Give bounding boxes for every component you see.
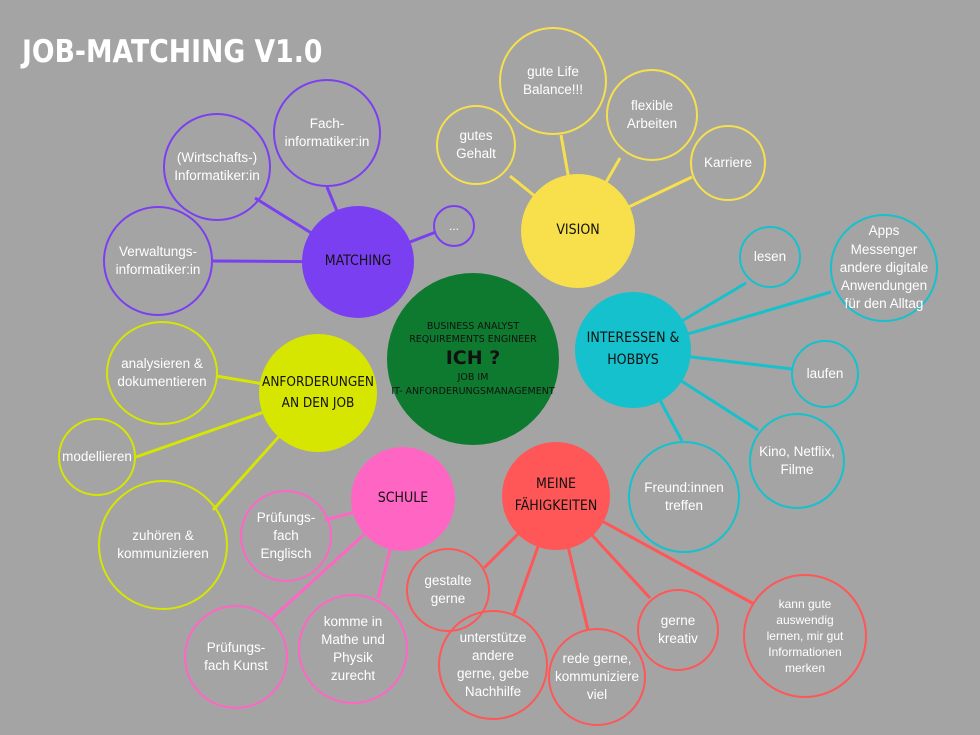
hub-interessen-hobbys: INTERESSEN & HOBBYS bbox=[575, 292, 691, 408]
interessen-item-apps: Apps Messenger andere digitale Anwendung… bbox=[830, 214, 938, 322]
anforderungen-item-modellieren: modellieren bbox=[58, 418, 136, 496]
schule-item-kunst: Prüfungs- fach Kunst bbox=[184, 605, 288, 709]
anforderungen-item-analysieren: analysieren & dokumentieren bbox=[106, 321, 218, 425]
faehigkeiten-item-unterstuetze: unterstütze andere gerne, gebe Nachhilfe bbox=[438, 610, 548, 720]
hub-schule: SCHULE bbox=[351, 447, 455, 551]
schule-item-mathe-physik: komme in Mathe und Physik zurecht bbox=[298, 594, 408, 704]
anforderungen-item-zuhoeren: zuhören & kommunizieren bbox=[98, 480, 228, 610]
page-title: JOB-MATCHING V1.0 bbox=[22, 34, 323, 70]
matching-item-more: ... bbox=[433, 205, 475, 247]
center-job-label: Job im IT- Anforderungsmanagement bbox=[391, 371, 555, 397]
vision-item-karriere: Karriere bbox=[690, 125, 766, 201]
schule-item-englisch: Prüfungs- fach Englisch bbox=[240, 490, 332, 582]
matching-item-fachinformatiker: Fach- informatiker:in bbox=[273, 79, 381, 187]
interessen-item-lesen: lesen bbox=[739, 226, 801, 288]
hub-anforderungen-label: ANFORDERUNGEN AN DEN JOB bbox=[262, 374, 374, 411]
center-node-ich: Business Analyst Requirements Engineer I… bbox=[387, 273, 559, 445]
hub-schule-label: SCHULE bbox=[377, 490, 429, 507]
hub-interessen-label: INTERESSEN & HOBBYS bbox=[586, 330, 680, 368]
faehigkeiten-item-auswendig: kann gute auswendig lernen, mir gut Info… bbox=[743, 574, 867, 698]
interessen-item-freunde: Freund:innen treffen bbox=[628, 441, 740, 553]
vision-item-gehalt: gutes Gehalt bbox=[436, 105, 516, 185]
hub-faehigkeiten-label: MEINE FÄHIGKEITEN bbox=[514, 476, 598, 514]
hub-meine-faehigkeiten: MEINE FÄHIGKEITEN bbox=[502, 442, 610, 550]
hub-vision-label: VISION bbox=[556, 222, 600, 239]
vision-item-flexibles-arbeiten: flexible Arbeiten bbox=[606, 69, 698, 161]
hub-anforderungen: ANFORDERUNGEN AN DEN JOB bbox=[259, 334, 377, 452]
center-role-business-analyst: Business Analyst bbox=[426, 320, 520, 332]
center-role-requirements-engineer: Requirements Engineer bbox=[409, 334, 537, 346]
interessen-item-kino: Kino, Netflix, Filme bbox=[749, 413, 845, 509]
matching-item-verwaltungsinformatiker: Verwaltungs- informatiker:in bbox=[103, 206, 213, 316]
interessen-item-laufen: laufen bbox=[791, 340, 859, 408]
faehigkeiten-item-kreativ: gerne kreativ bbox=[637, 589, 719, 671]
faehigkeiten-item-rede-gerne: rede gerne, kommuniziere viel bbox=[548, 628, 646, 726]
center-main-label: ICH ? bbox=[445, 347, 501, 370]
hub-matching: MATCHING bbox=[302, 206, 414, 318]
vision-item-life-balance: gute Life Balance!!! bbox=[499, 27, 607, 135]
matching-item-wirtschaftsinformatiker: (Wirtschafts-) Informatiker:in bbox=[163, 113, 271, 221]
hub-matching-label: MATCHING bbox=[324, 253, 392, 270]
hub-vision: VISION bbox=[521, 174, 635, 288]
